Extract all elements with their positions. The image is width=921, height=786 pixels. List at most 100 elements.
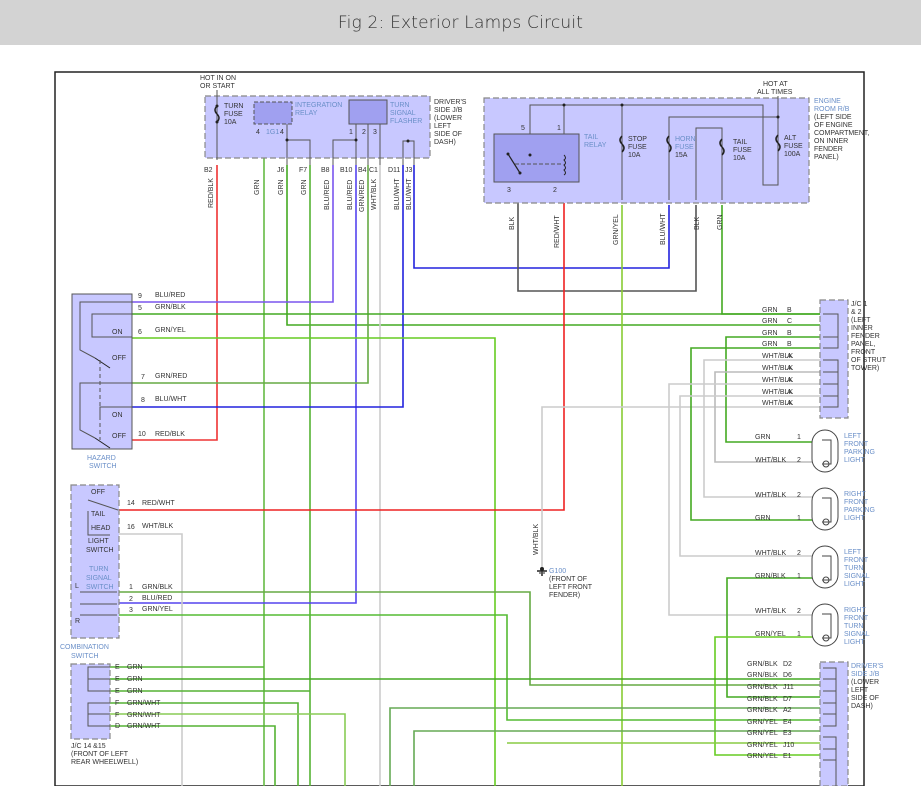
wire-label: GRN [127,664,143,671]
wire-label: GRN/WHT [127,723,161,730]
tail-relay-label: RELAY [584,142,607,149]
light-name: FRONT [844,557,869,564]
wire-label: BLU/RED [347,180,354,210]
light-name: LIGHT [844,581,865,588]
rb-name: PANEL) [814,154,839,161]
pin-label: F [115,700,119,707]
wire-label: RED/BLK [155,431,185,438]
wire-blk [517,195,697,292]
flasher-label: TURN [390,102,409,109]
wire-label: GRN/RED [155,373,187,380]
flasher-pin: 1 [349,129,353,136]
turn-switch-name: SIGNAL [86,575,112,582]
horn-fuse-label: 15A [675,152,688,159]
wire-jc-grn-parking-r [725,336,820,443]
wire-grn-j6 [286,165,820,326]
light-name: LEFT [844,433,862,440]
position-label: ON [112,329,123,336]
light-name: TURN [844,623,863,630]
jb-name: SIDE J/B [434,107,463,114]
wires [110,130,820,786]
wire-label: GRN/YEL [747,742,778,749]
light-name: PARKING [844,507,875,514]
wire-label: WHT/BLK [371,179,378,210]
wire-wht-blk-ground [541,406,820,570]
wire-label: WHT/BLK [762,389,793,396]
pin-label: E [115,676,120,683]
bulb-icon [811,545,839,589]
wire-label: GRN/YEL [155,327,186,334]
wire-label: WHT/BLK [762,365,793,372]
integration-relay [253,101,293,125]
light-name: FRONT [844,441,869,448]
jb-name: (LOWER [851,679,879,686]
engine-room-rb: HOT AT ALL TIMES 5 1 3 2 TAIL RELAY STOP… [483,81,869,204]
wire-red-wht [110,185,565,511]
rb-name: FENDER [814,146,843,153]
jc-name: TOWER) [851,365,879,372]
wire-label: GRN/BLK [155,304,186,311]
pin-label: A [787,365,792,372]
hot-label: ALL TIMES [757,89,793,96]
wire-jb-a2 [413,730,820,786]
relay-pin: 1G1 [266,129,279,136]
wire-label: GRN [755,434,771,441]
relay-pin: 5 [521,125,525,132]
tail-fuse-icon [719,138,725,156]
flasher-pin: 3 [373,129,377,136]
flasher-label: FLASHER [390,118,422,125]
wire-label: GRN/YEL [747,730,778,737]
wire-grn-yel-light [714,636,820,756]
wire-blu-red-b8 [110,165,334,303]
wire-label: GRN/BLK [142,584,173,591]
pin-label: B [787,341,792,348]
wire-label: GRN [127,688,143,695]
wire-label: GRN [254,179,261,195]
pin-label: E1 [783,753,792,760]
wire-label: WHT/BLK [755,608,786,615]
jc-name: OF STRUT [851,357,887,364]
wire-label: WHT/BLK [755,457,786,464]
wire-jc14-f2 [110,713,346,786]
jc-name: FENDER [851,333,880,340]
pin-label: 10 [138,431,146,438]
wire-label: RED/BLK [208,178,215,208]
wire-label: WHT/BLK [755,550,786,557]
relay-pin: 4 [256,129,260,136]
jb-name: DRIVER'S [851,663,884,670]
wire-label: WHT/BLK [762,377,793,384]
pin-label: B [787,330,792,337]
pin-label: 1 [797,573,801,580]
alt-fuse-icon [775,134,781,152]
turn-fuse-label: TURN [224,103,243,110]
jc-name: FRONT [851,349,876,356]
turn-fuse-label: 10A [224,119,237,126]
wire-wht-blk-16 [110,533,183,786]
wire-label: RED/WHT [142,500,175,507]
terminal-label: F7 [299,167,307,174]
pin-label: 2 [797,550,801,557]
wire-label: GRN/BLK [747,672,778,679]
wire-label: GRN/BLK [747,661,778,668]
integration-relay-label: INTEGRATION [295,102,342,109]
pin-label: 5 [138,305,142,312]
wire-label: BLU/WHT [394,178,401,210]
pin-label: D7 [783,696,792,703]
pin-label: A2 [783,707,792,714]
position-label: OFF [112,355,126,362]
wire-grn-red-b4 [110,165,369,384]
flasher-pin: 2 [362,129,366,136]
pin-label: 14 [127,500,135,507]
hazard-switch-name: SWITCH [89,463,117,470]
wire-jc14-d [110,725,276,786]
turn-fuse-icon [214,105,220,123]
terminal-label: B4 [358,167,367,174]
pin-label: 2 [797,492,801,499]
light-name: FRONT [844,615,869,622]
wire-jb-d7 [389,707,820,786]
wire-label: GRN [762,318,778,325]
tail-fuse-label: TAIL [733,139,747,146]
wire-jc-wht-4 [679,395,820,557]
wire-grn-yel-turn [110,614,820,721]
wire-label: BLK [694,216,701,230]
